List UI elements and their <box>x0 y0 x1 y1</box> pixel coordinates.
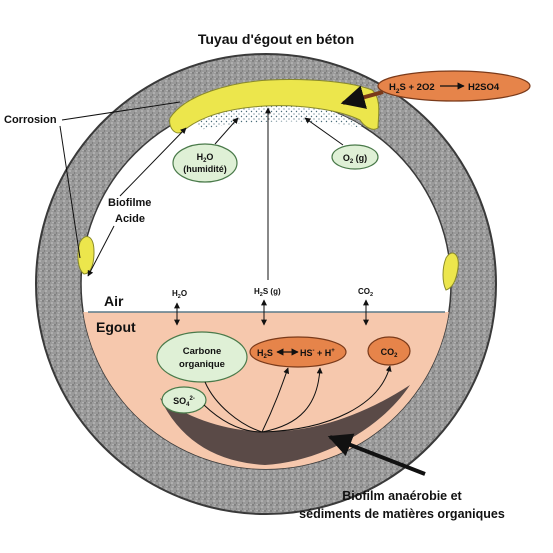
oxygen-oval: O2 (g) <box>331 144 379 170</box>
sediment-label-2: sédiments de matières organiques <box>299 507 505 521</box>
svg-text:H2O: H2O <box>197 152 214 164</box>
co2-oval: CO2 <box>367 336 411 366</box>
corrosion-label: Corrosion <box>4 114 57 126</box>
carbon-to-sediment-curve <box>204 381 263 433</box>
o2-arrow <box>304 117 344 146</box>
sediment-to-h2s-arrow <box>261 367 290 433</box>
svg-text:H2S + 2O2: H2S + 2O2 <box>389 82 435 95</box>
sediment-pointer-arrow <box>327 433 426 476</box>
svg-text:Carbone: Carbone <box>183 346 222 357</box>
svg-text:organique: organique <box>179 359 225 370</box>
organic-carbon-oval: Carbone organique <box>156 331 248 383</box>
svg-text:H2S: H2S <box>257 348 273 360</box>
svg-text:CO2: CO2 <box>381 347 399 359</box>
air-label: Air <box>104 293 124 309</box>
acid-biofilm-pointer-down <box>87 225 115 277</box>
acid-biofilm-left <box>77 236 95 275</box>
svg-text:SO42-: SO42- <box>173 396 195 408</box>
sediment-layer <box>160 385 410 465</box>
sediment-to-hs-arrow <box>261 367 323 433</box>
h2s-equilibrium-oval: H2S HS- + H+ <box>249 336 347 368</box>
reaction-arrow <box>340 85 384 109</box>
egout-label: Egout <box>96 319 136 335</box>
sediment-to-co2-arrow <box>261 365 392 433</box>
sediment-label-1: Biofilm anaérobie et <box>342 489 462 503</box>
acid-biofilm-pointer-up <box>119 127 187 197</box>
svg-text:HS- + H+: HS- + H+ <box>300 348 335 358</box>
svg-text:(humidité): (humidité) <box>183 164 227 174</box>
corrosion-pointer-left <box>59 125 81 259</box>
interface-h2s: H2S (g) <box>254 287 281 298</box>
corrosion-pointer-crown <box>61 101 181 121</box>
interface-h2o: H2O <box>172 289 187 300</box>
oxidation-reaction: H2S + 2O2 H2SO4 <box>377 70 531 102</box>
acid-biofilm-crown <box>169 78 380 134</box>
acid-biofilm-right <box>442 252 459 291</box>
acid-biofilm-label-1: Biofilme <box>108 197 151 209</box>
water-vapor-oval: H2O (humidité) <box>172 143 238 183</box>
sulfate-to-sediment-curve <box>203 404 263 433</box>
interface-co2: CO2 <box>358 287 373 298</box>
diagram-title: Tuyau d'égout en béton <box>198 31 354 47</box>
h2o-arrow <box>214 117 239 145</box>
svg-text:O2 (g): O2 (g) <box>343 153 367 165</box>
sulfate-oval: SO42- <box>161 386 207 414</box>
acid-biofilm-label-2: Acide <box>115 213 145 225</box>
svg-text:H2SO4: H2SO4 <box>468 82 500 93</box>
